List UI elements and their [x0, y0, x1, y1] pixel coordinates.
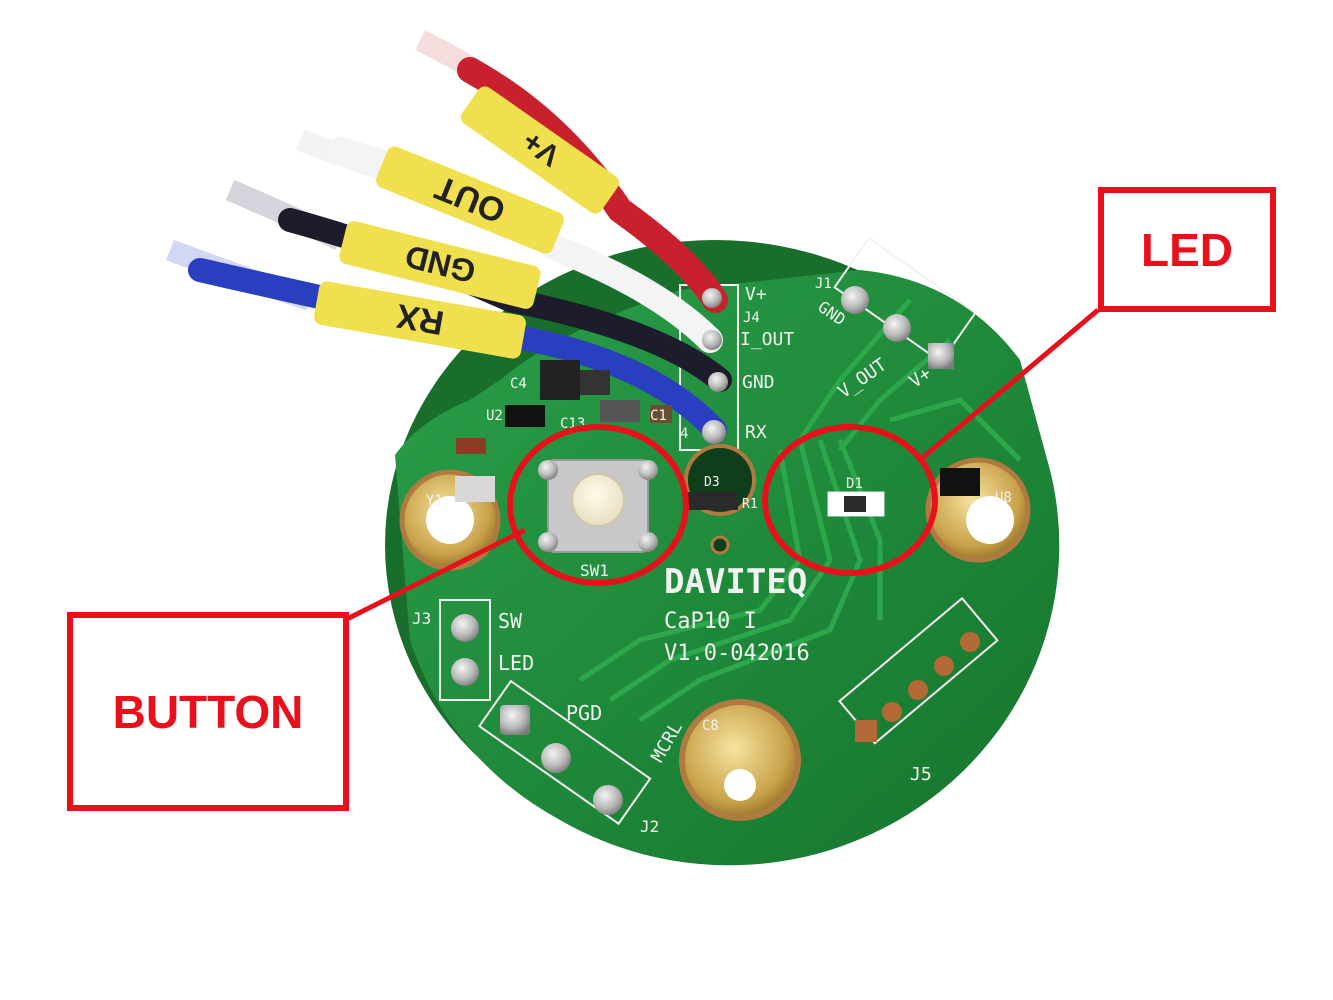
button-pointer-line — [343, 527, 527, 623]
j5-header: J5 — [838, 596, 999, 785]
left-mount-hole: Y1 — [399, 469, 501, 571]
sleeve-rx-label: RX — [393, 296, 446, 342]
svg-text:LED: LED — [498, 651, 534, 675]
svg-text:J1: J1 — [815, 276, 832, 292]
svg-text:GND: GND — [742, 372, 775, 393]
button-highlight-circle — [507, 424, 689, 586]
sleeve-out — [376, 146, 564, 254]
svg-text:DAVITEQ: DAVITEQ — [664, 562, 807, 602]
right-mount-hole: U8 — [925, 457, 1031, 563]
j3-header: J3 SW LED — [412, 599, 534, 701]
svg-text:V+: V+ — [745, 284, 767, 305]
led-highlight-circle — [762, 424, 938, 576]
svg-text:Y1: Y1 — [426, 493, 443, 509]
smd-components: C4 U2 C13 C1 — [456, 360, 672, 454]
board-branding: DAVITEQ CaP10 I V1.0-042016 — [664, 562, 810, 666]
sleeve-vplus — [460, 86, 620, 214]
callout-pointers — [343, 308, 1100, 623]
svg-text:U8: U8 — [995, 490, 1012, 506]
svg-text:RX: RX — [745, 422, 767, 443]
led-d1: D1 — [827, 476, 885, 517]
svg-text:PGD: PGD — [566, 701, 602, 725]
sleeve-gnd — [339, 221, 541, 309]
tactile-switch: SW1 — [538, 459, 658, 580]
svg-text:D1: D1 — [846, 476, 863, 492]
svg-text:D3: D3 — [704, 475, 720, 490]
svg-text:SW: SW — [498, 609, 523, 633]
svg-text:SW1: SW1 — [580, 561, 609, 580]
svg-text:4: 4 — [680, 426, 688, 442]
highlight-circles — [507, 424, 938, 586]
j4-pin-labels: V+ J4 I_OUT GND RX 4 — [680, 284, 794, 443]
j4-pads — [702, 288, 728, 444]
svg-text:J2: J2 — [640, 817, 659, 836]
led-callout: LED — [1098, 187, 1276, 312]
svg-text:J4: J4 — [743, 310, 760, 326]
bottom-mount-hole: C8 — [679, 699, 801, 821]
svg-text:R1: R1 — [742, 497, 758, 512]
button-callout: BUTTON — [67, 612, 349, 811]
sleeve-rx — [314, 281, 526, 359]
sleeve-gnd-label: GND — [401, 238, 479, 290]
led-pointer-line — [918, 308, 1100, 462]
led-callout-label: LED — [1141, 223, 1233, 276]
button-cap — [571, 473, 625, 527]
button-callout-label: BUTTON — [112, 685, 304, 738]
svg-text:V1.0-042016: V1.0-042016 — [664, 641, 810, 666]
svg-text:C8: C8 — [702, 718, 719, 734]
svg-text:J5: J5 — [910, 764, 932, 785]
svg-text:J3: J3 — [412, 609, 431, 628]
wire-red — [457, 57, 728, 313]
mid-hole: D3 R1 — [684, 444, 758, 555]
pcb-traces — [578, 298, 1022, 723]
svg-text:CaP10 I: CaP10 I — [664, 609, 757, 634]
svg-text:U2: U2 — [486, 408, 503, 424]
svg-text:C4: C4 — [510, 376, 527, 392]
svg-text:I_OUT: I_OUT — [740, 329, 794, 350]
svg-text:C1: C1 — [650, 408, 667, 424]
